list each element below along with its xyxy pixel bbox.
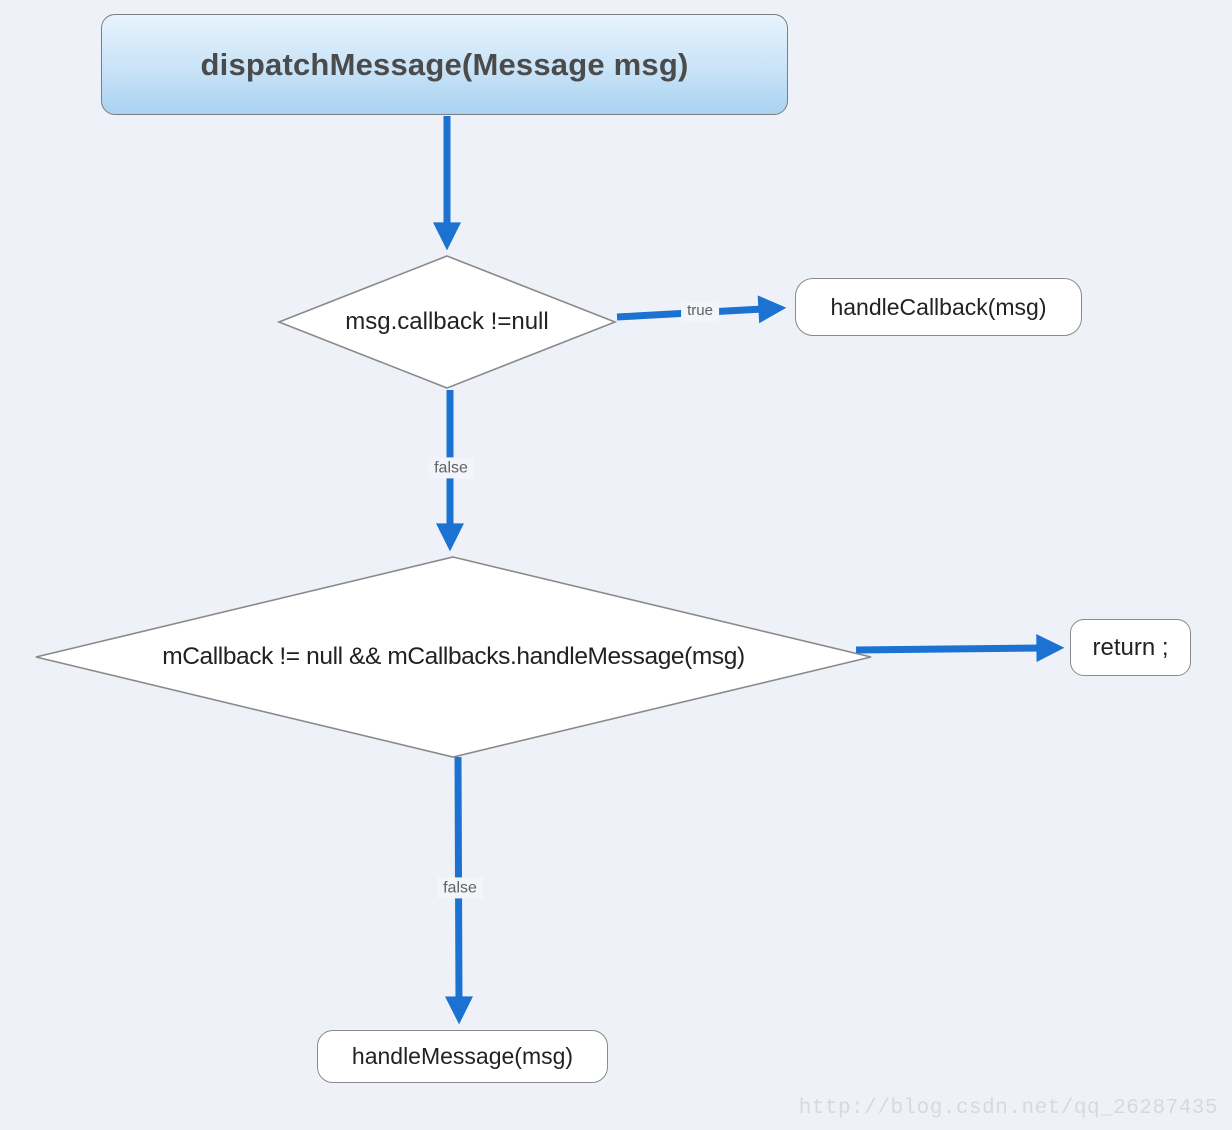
edge-decision2-true: [855, 634, 1065, 663]
csdn-watermark: http://blog.csdn.net/qq_26287435: [798, 1097, 1218, 1120]
edge-label-true: true: [681, 301, 719, 321]
start-node: dispatchMessage(Message msg): [101, 14, 788, 115]
handle-callback-node: handleCallback(msg): [795, 278, 1082, 336]
edge-label-false-2: false: [437, 877, 483, 899]
return-node: return ;: [1070, 619, 1191, 676]
decision1-diamond: [276, 255, 618, 389]
decision2-label: mCallback != null && mCallbacks.handleMe…: [162, 643, 745, 670]
decision2-diamond: [35, 556, 872, 758]
handle-message-node: handleMessage(msg): [317, 1030, 608, 1083]
edge-label-false-1: false: [428, 457, 474, 479]
decision1-label: msg.callback !=null: [345, 308, 549, 335]
